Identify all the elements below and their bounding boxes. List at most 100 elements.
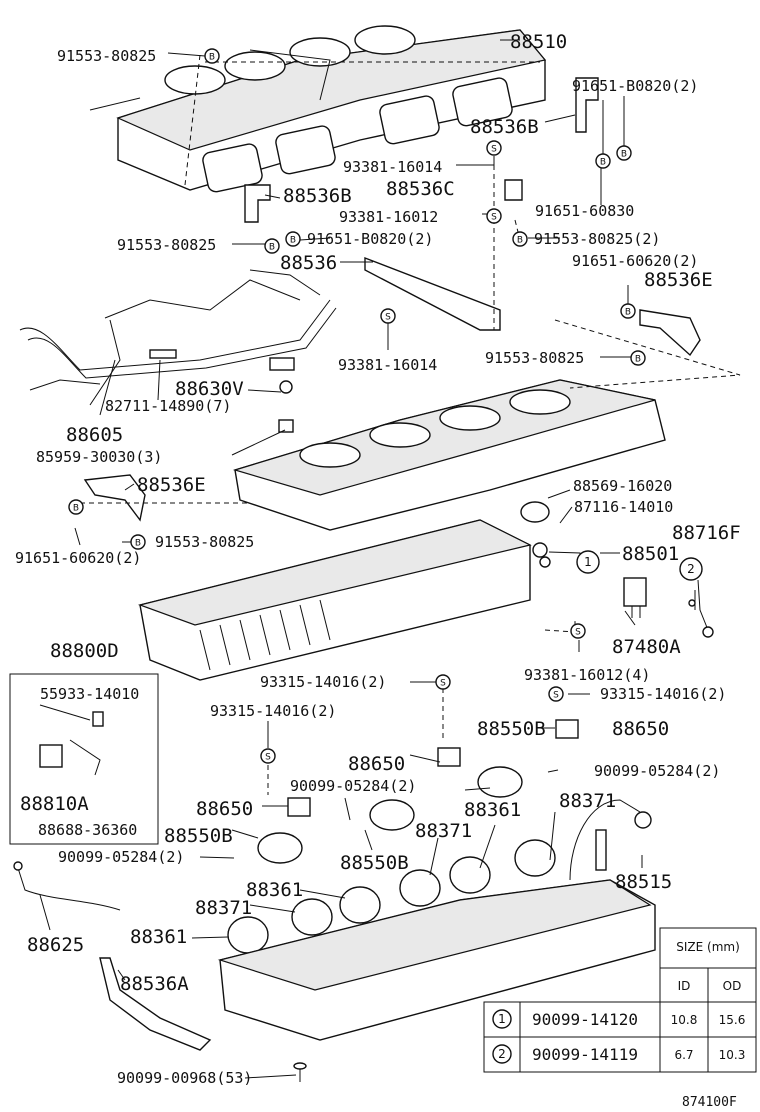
marker-b-4: B [264, 238, 280, 254]
svg-text:1: 1 [498, 1012, 506, 1026]
fan-wheels [227, 839, 556, 954]
label-88550b-a: 88550B [477, 718, 546, 740]
bracket-88536A [99, 957, 212, 1051]
lower-case [217, 879, 656, 1041]
label-88536e-b: 88536E [137, 474, 206, 496]
size-table-id: 10.8 [671, 1013, 698, 1027]
label-91651-60620-2b: 91651-60620(2) [15, 549, 141, 567]
callout-2: 2 [679, 557, 703, 581]
wire-harness-88605 [19, 269, 337, 433]
marker-s-6: S [548, 686, 564, 702]
marker-b-2: B [616, 145, 632, 161]
marker-b-10: B [130, 534, 146, 550]
label-88716f: 88716F [672, 522, 741, 544]
size-table-header-id: ID [678, 979, 691, 993]
leader-lines [39, 39, 741, 1079]
svg-text:B: B [135, 539, 141, 549]
label-88536b-a: 88536B [470, 116, 539, 138]
marker-b-9: B [68, 499, 84, 515]
marker-s-1: S [486, 140, 502, 156]
marker-s-7: S [260, 748, 276, 764]
svg-text:1: 1 [584, 555, 592, 569]
part-labels: 88510 91553-80825 91651-B0820(2) 88536B … [15, 31, 741, 1110]
label-88550b-c: 88550B [340, 852, 409, 874]
size-table-title: SIZE (mm) [676, 940, 740, 954]
svg-text:B: B [209, 53, 215, 63]
size-table: SIZE (mm) ID OD 1 90099-14120 10.8 15.6 … [483, 927, 757, 1073]
label-88371-c: 88371 [195, 897, 252, 919]
lower-duct-assembly [232, 379, 666, 531]
size-table-part: 90099-14120 [532, 1010, 638, 1029]
label-88650-c: 88650 [196, 798, 253, 820]
svg-text:S: S [385, 313, 391, 323]
marker-s-5: S [435, 674, 451, 690]
svg-text:B: B [269, 243, 275, 253]
label-85959-30030-3: 85959-30030(3) [36, 448, 162, 466]
svg-text:S: S [491, 213, 497, 223]
svg-text:B: B [517, 236, 523, 246]
marker-s-3: S [380, 308, 396, 324]
svg-text:2: 2 [498, 1047, 506, 1061]
label-88536c: 88536C [386, 178, 455, 200]
marker-b-1: B [204, 48, 220, 64]
kit-88800D-box [9, 673, 159, 845]
brackets-upper [244, 77, 701, 357]
sensor-88515 [569, 799, 652, 881]
label-88371-a: 88371 [559, 790, 616, 812]
label-88630v: 88630V [175, 378, 244, 400]
svg-text:B: B [600, 158, 606, 168]
label-91553-80825-a: 91553-80825 [57, 47, 156, 65]
label-88605: 88605 [66, 424, 123, 446]
upper-duct-assembly [89, 25, 547, 193]
size-table-part: 90099-14119 [532, 1045, 638, 1064]
bracket-88536E-lower [83, 474, 146, 522]
label-88625: 88625 [27, 934, 84, 956]
reference-code: 874100F [682, 1095, 737, 1110]
label-88536: 88536 [280, 252, 337, 274]
label-88510: 88510 [510, 31, 567, 53]
marker-s-2: S [486, 208, 502, 224]
svg-text:S: S [440, 679, 446, 689]
svg-text:2: 2 [687, 562, 695, 576]
svg-text:B: B [290, 236, 296, 246]
label-88501: 88501 [622, 543, 679, 565]
svg-text:B: B [635, 355, 641, 365]
svg-text:B: B [73, 504, 79, 514]
kit-parts [39, 704, 104, 776]
label-91651-b0820-2b: 91651-B0820(2) [307, 230, 433, 248]
svg-text:S: S [553, 691, 559, 701]
svg-text:S: S [265, 753, 271, 763]
size-table-od: 15.6 [719, 1013, 746, 1027]
label-88371-b: 88371 [415, 820, 472, 842]
label-90099-00968-53: 90099-00968(53) [117, 1069, 252, 1087]
label-88569-16020: 88569-16020 [573, 477, 672, 495]
hose-88716F [688, 579, 714, 638]
label-82711-14890-7: 82711-14890(7) [105, 397, 231, 415]
label-91651-b0820-2a: 91651-B0820(2) [572, 77, 698, 95]
label-93381-16012: 93381-16012 [339, 208, 438, 226]
svg-text:B: B [625, 308, 631, 318]
size-table-od: 10.3 [719, 1048, 746, 1062]
label-93315-14016-2a: 93315-14016(2) [260, 673, 386, 691]
marker-b-6: B [512, 231, 528, 247]
label-88361-a: 88361 [464, 799, 521, 821]
evaporator-core-88501 [137, 501, 551, 681]
label-88536a: 88536A [120, 973, 189, 995]
label-93381-16012-4: 93381-16012(4) [524, 666, 650, 684]
marker-b-5: B [285, 231, 301, 247]
label-91651-60830: 91651-60830 [535, 202, 634, 220]
label-91553-80825-2: 91553-80825(2) [534, 230, 660, 248]
label-88650-b: 88650 [348, 753, 405, 775]
label-91553-80825-b: 91553-80825 [117, 236, 216, 254]
label-88536b-b: 88536B [283, 185, 352, 207]
label-87116-14010: 87116-14010 [574, 498, 673, 516]
label-88361-c: 88361 [130, 926, 187, 948]
label-88810a: 88810A [20, 793, 89, 815]
label-88650-a: 88650 [612, 718, 669, 740]
label-93381-16014-a: 93381-16014 [343, 158, 442, 176]
wire-88625 [13, 861, 121, 911]
label-88800d: 88800D [50, 640, 119, 662]
label-93315-14016-2b: 93315-14016(2) [600, 685, 726, 703]
svg-text:S: S [491, 145, 497, 155]
size-table-id: 6.7 [674, 1048, 693, 1062]
